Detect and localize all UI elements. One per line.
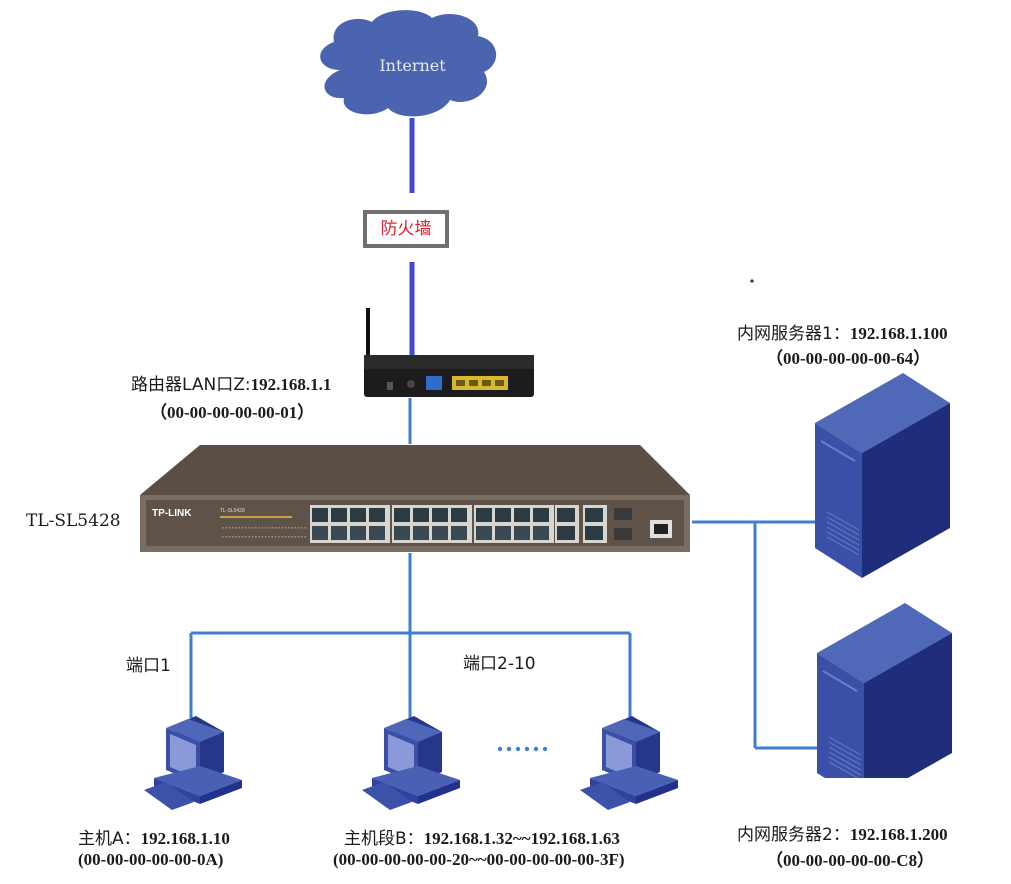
switch-port <box>533 508 549 522</box>
switch-port <box>369 526 385 540</box>
switch-port <box>413 508 429 522</box>
server2-icon <box>817 603 952 803</box>
port1-label: 端口1 <box>126 656 171 676</box>
switch-port <box>533 526 549 540</box>
switch-port <box>451 508 467 522</box>
switch-port <box>369 508 385 522</box>
router-mac: （00-00-00-00-00-01） <box>150 403 315 422</box>
server1-icon <box>815 373 950 578</box>
firewall-label: 防火墙 <box>380 219 432 239</box>
switch-port <box>432 508 448 522</box>
server2-ip: 192.168.1.200 <box>849 825 948 844</box>
router-ip: 192.168.1.1 <box>250 375 332 394</box>
switch-port <box>495 526 511 540</box>
host-a-mac: (00-00-00-00-00-0A) <box>78 850 224 869</box>
server2-label: 内网服务器2：192.168.1.200 <box>737 820 948 845</box>
svg-text:TP-LINK: TP-LINK <box>152 508 192 519</box>
switch-label: TL-SL5428 <box>26 511 121 531</box>
switch-port <box>585 526 603 540</box>
server1-ip: 192.168.1.100 <box>849 324 948 343</box>
host-group-b-label-prefix: 主机段B： <box>344 829 424 849</box>
switch-port <box>432 526 448 540</box>
host-a-icon <box>144 716 242 810</box>
server1-label-prefix: 内网服务器1： <box>737 324 850 344</box>
server2-label-prefix: 内网服务器2： <box>737 825 850 845</box>
switch-port <box>557 526 575 540</box>
router-label: 路由器LAN口Z:192.168.1.1 <box>131 370 331 395</box>
switch-port <box>350 526 366 540</box>
switch-port <box>495 508 511 522</box>
switch-port <box>451 526 467 540</box>
host-group-b-label: 主机段B：192.168.1.32~~192.168.1.63 <box>344 824 620 849</box>
switch-port <box>585 508 603 522</box>
switch-port <box>476 526 492 540</box>
switch-port <box>394 508 410 522</box>
server1-label: 内网服务器1：192.168.1.100 <box>737 319 948 344</box>
switch-port <box>331 508 347 522</box>
host-a-label-prefix: 主机A： <box>78 829 141 849</box>
router-label-prefix: 路由器LAN口Z: <box>131 375 251 395</box>
internet-label: Internet <box>379 56 446 75</box>
switch-port <box>312 526 328 540</box>
switch-port <box>350 508 366 522</box>
switch-port <box>514 508 530 522</box>
switch-icon: TP-LINK TL-SL5428 <box>140 445 690 552</box>
sfp-slot <box>614 508 632 520</box>
switch-port <box>394 526 410 540</box>
ellipsis-dots <box>497 746 548 752</box>
port2-10-label: 端口2-10 <box>463 654 536 674</box>
server-bus <box>692 520 818 750</box>
server2-mac: （00-00-00-00-00-C8） <box>766 851 935 870</box>
switch-port <box>312 508 328 522</box>
host-bus <box>189 553 632 718</box>
host-b1-icon <box>362 716 460 810</box>
svg-text:TL-SL5428: TL-SL5428 <box>220 508 245 514</box>
host-a-ip: 192.168.1.10 <box>140 829 230 848</box>
stray-dot <box>750 279 754 283</box>
host-a-label: 主机A：192.168.1.10 <box>78 824 230 849</box>
firewall-box: 防火墙 <box>363 210 449 248</box>
server1-mac: （00-00-00-00-00-64） <box>766 349 931 368</box>
host-bn-icon <box>580 716 678 810</box>
sfp-slot <box>614 528 632 540</box>
switch-port <box>557 508 575 522</box>
switch-port <box>514 526 530 540</box>
switch-port <box>476 508 492 522</box>
switch-port <box>413 526 429 540</box>
switch-port <box>331 526 347 540</box>
host-group-b-mac: (00-00-00-00-00-20~~00-00-00-00-00-3F) <box>333 850 625 869</box>
router-icon <box>364 308 534 397</box>
host-group-b-ip: 192.168.1.32~~192.168.1.63 <box>423 829 620 848</box>
internet-cloud-icon <box>320 10 497 117</box>
